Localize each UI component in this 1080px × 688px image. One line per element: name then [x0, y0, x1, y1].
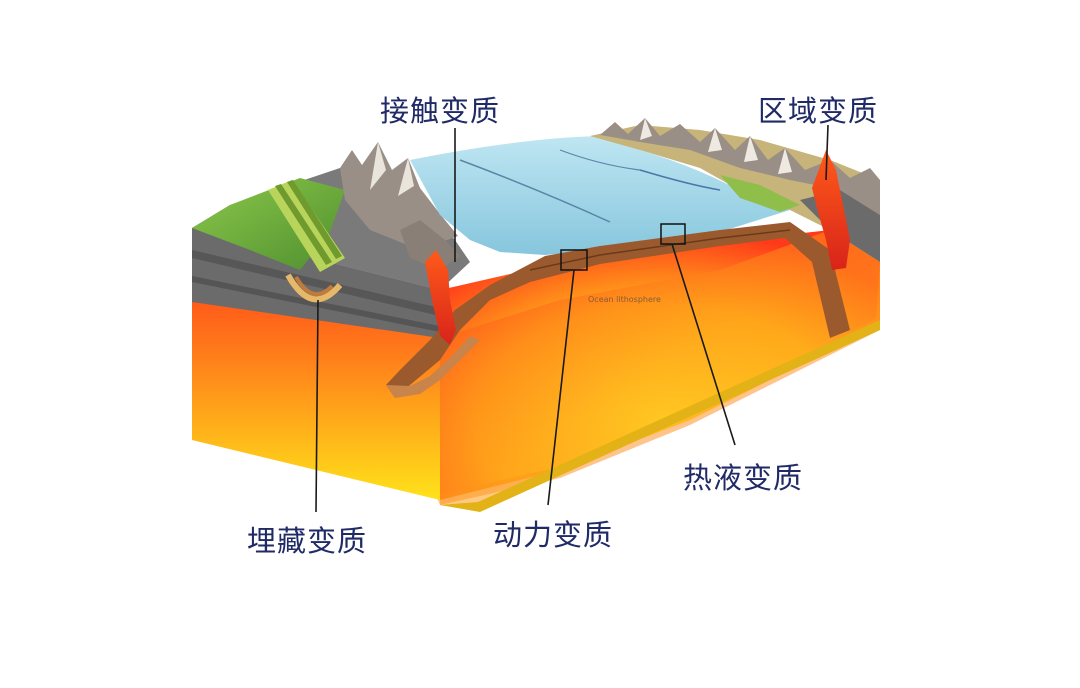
block-front-face [192, 228, 440, 500]
block-right-face [440, 230, 880, 512]
magma-dike-left [425, 250, 456, 345]
label-regional-metamorphism: 区域变质 [758, 94, 879, 128]
leader-hydrothermal [671, 243, 736, 446]
subducting-slab [386, 222, 850, 398]
label-burial-metamorphism: 埋藏变质 [247, 524, 368, 558]
label-hydrothermal-metamorphism: 热液变质 [683, 461, 804, 495]
leader-lines [315, 124, 829, 513]
leader-dynamic [547, 269, 575, 506]
inset-box-hydrothermal [660, 223, 686, 245]
label-contact-metamorphism: 接触变质 [380, 94, 501, 128]
leader-regional [825, 124, 829, 181]
ocean [410, 136, 790, 255]
label-dynamic-metamorphism: 动力变质 [493, 518, 614, 552]
leader-burial [315, 299, 319, 513]
magma-dike-right [812, 150, 850, 270]
continental-crust-left [192, 142, 470, 303]
ocean-lithosphere-caption: Ocean lithosphere [588, 295, 661, 304]
